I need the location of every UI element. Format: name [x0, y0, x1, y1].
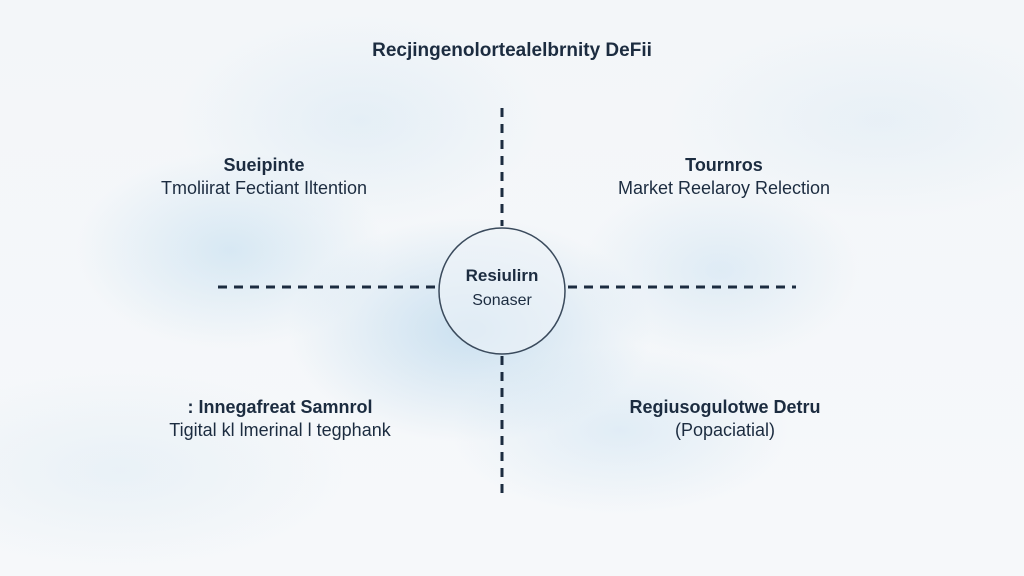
quadrant-top-right-text: Market Reelaroy Relection: [617, 178, 831, 198]
diagram-title: Recjingenolortealelbrnity DeFii: [372, 40, 652, 61]
quadrant-bottom-left-heading: : Innegafreat Samnrol: [187, 397, 373, 417]
quadrant-top-right-heading: Tournros: [685, 155, 763, 175]
quadrant-top-left-text: Tmoliirat Fectiant Iltention: [160, 178, 368, 198]
center-label: Resiulirn: [465, 266, 539, 285]
quadrant-top-right: Tournros Market Reelaroy Relection: [554, 154, 894, 200]
quadrant-top-left-heading: Sueipinte: [223, 155, 305, 175]
center-sublabel: Sonaser: [472, 292, 532, 309]
quadrant-bottom-left: : Innegafreat Samnrol Tigital kl lmerina…: [110, 396, 450, 442]
quadrant-top-left: Sueipinte Tmoliirat Fectiant Iltention: [94, 154, 434, 200]
center-circle: [438, 227, 566, 355]
quadrant-bottom-right-text: (Popaciatial): [674, 420, 776, 440]
quadrant-bottom-left-text: Tigital kl lmerinal l tegphank: [169, 420, 391, 440]
quadrant-bottom-right-heading: Regiusogulotwe Detru: [629, 397, 821, 417]
quadrant-bottom-right: Regiusogulotwe Detru (Popaciatial): [555, 396, 895, 442]
